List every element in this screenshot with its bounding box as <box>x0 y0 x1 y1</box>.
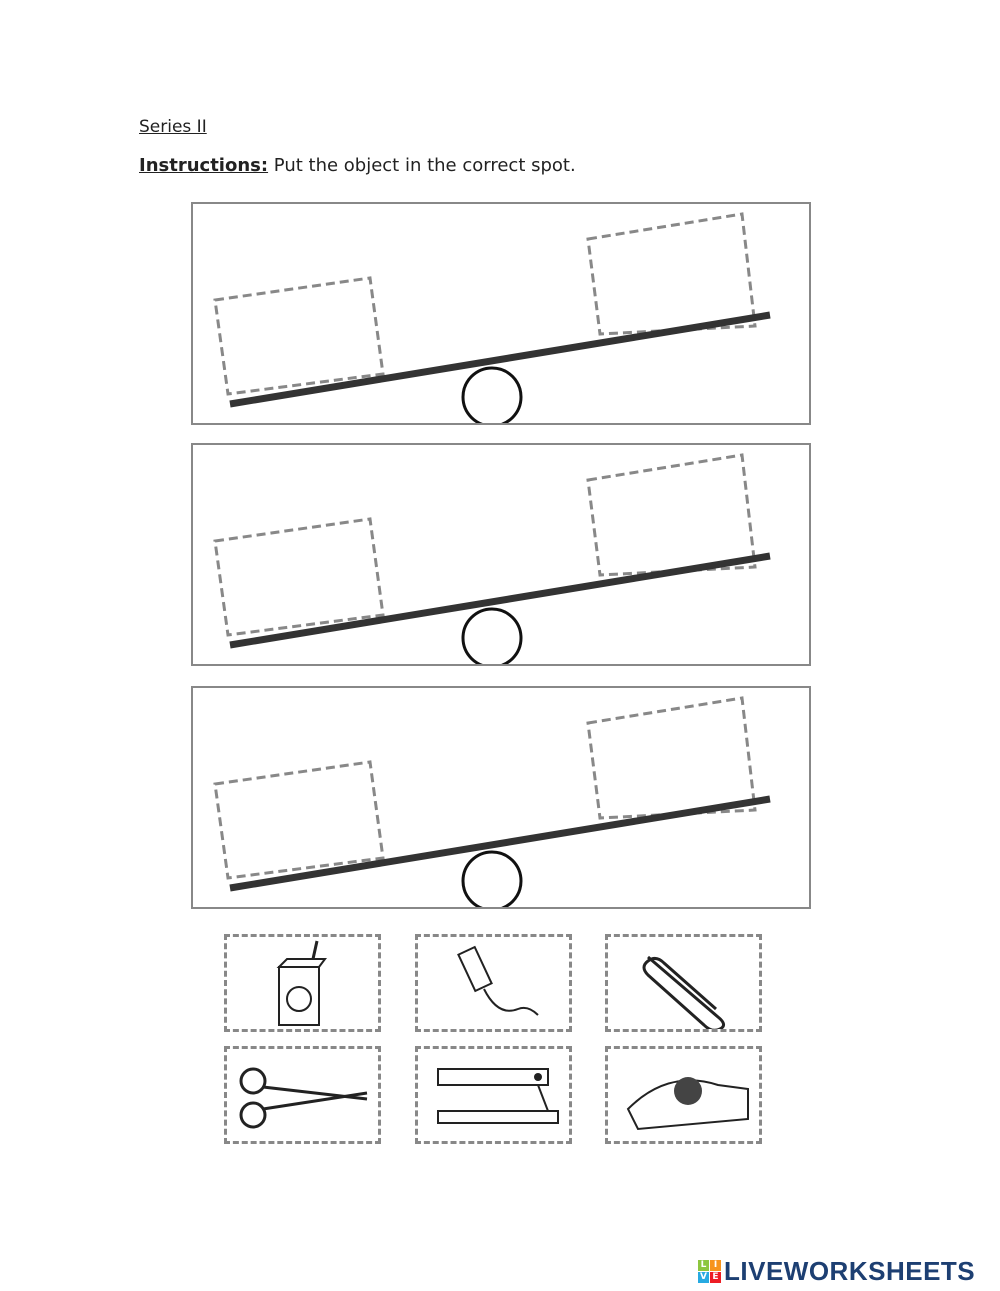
seesaw-panel-3[interactable] <box>191 686 811 912</box>
logo-text: LIVEWORKSHEETS <box>724 1256 976 1286</box>
paper-clip-icon <box>642 955 725 1032</box>
stapler-icon <box>437 1068 559 1124</box>
seesaw-fulcrum <box>461 366 523 428</box>
seesaw-panel-1[interactable] <box>191 202 811 428</box>
seesaw-panel-2[interactable] <box>191 443 811 669</box>
right-drop-zone <box>586 696 757 820</box>
logo-letter: I <box>710 1260 721 1271</box>
draggable-item-stapler[interactable] <box>415 1046 572 1144</box>
seesaw-beam <box>229 795 771 892</box>
right-drop-zone <box>586 453 757 577</box>
seesaw-fulcrum <box>461 850 523 912</box>
seesaw-beam <box>229 311 771 408</box>
scissors-icon <box>239 1067 368 1129</box>
instructions: Instructions: Put the object in the corr… <box>139 155 576 176</box>
draggable-item-paper-clip[interactable] <box>605 934 762 1032</box>
juice-box-icon <box>276 940 327 1026</box>
draggable-item-juice-box[interactable] <box>224 934 381 1032</box>
left-drop-zone <box>213 517 385 637</box>
draggable-item-tape-dispenser[interactable] <box>605 1046 762 1144</box>
logo-letter: V <box>698 1272 709 1283</box>
left-drop-zone <box>213 760 385 880</box>
logo-letter: L <box>698 1260 709 1271</box>
tape-dispenser-icon <box>626 1077 749 1131</box>
draggable-item-glue-stick[interactable] <box>415 934 572 1032</box>
instructions-label: Instructions: <box>139 155 269 176</box>
series-title: Series II <box>139 117 207 137</box>
draggable-item-scissors[interactable] <box>224 1046 381 1144</box>
seesaw-fulcrum <box>461 607 523 669</box>
instructions-text: Put the object in the correct spot. <box>268 155 576 176</box>
seesaw-beam <box>229 552 771 649</box>
glue-stick-icon <box>457 945 539 1016</box>
logo-letter: E <box>710 1272 721 1283</box>
right-drop-zone <box>586 212 757 336</box>
left-drop-zone <box>213 276 385 396</box>
